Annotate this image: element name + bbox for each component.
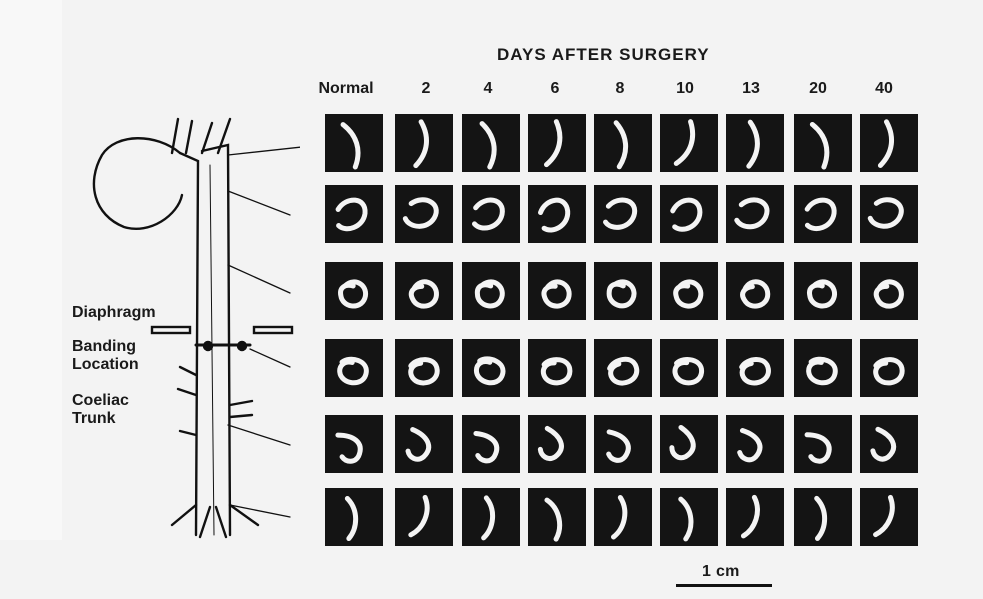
column-label-day-8: 8: [590, 80, 650, 98]
cross-section-tile: [860, 488, 918, 546]
cross-section-tile: [325, 488, 383, 546]
cross-section-tile: [528, 185, 586, 243]
cross-section-tile: [794, 488, 852, 546]
column-label-day-40: 40: [854, 80, 914, 98]
cross-section-tile: [660, 114, 718, 172]
cross-section-tile: [462, 262, 520, 320]
cross-section-tile: [594, 185, 652, 243]
cross-section-tile: [395, 114, 453, 172]
cross-section-tile: [794, 339, 852, 397]
cross-section-tile: [462, 114, 520, 172]
scale-label: 1 cm: [702, 564, 740, 580]
figure-title: DAYS AFTER SURGERY: [497, 46, 710, 63]
cross-section-tile: [462, 488, 520, 546]
cross-section-tile: [726, 415, 784, 473]
cross-section-tile: [860, 339, 918, 397]
cross-section-tile: [325, 114, 383, 172]
cross-section-tile: [794, 185, 852, 243]
cross-section-tile: [860, 114, 918, 172]
cross-section-tile: [860, 185, 918, 243]
cross-section-tile: [726, 185, 784, 243]
cross-section-tile: [794, 415, 852, 473]
cross-section-tile: [726, 262, 784, 320]
cross-section-tile: [395, 185, 453, 243]
cross-section-tile: [726, 488, 784, 546]
cross-section-tile: [462, 339, 520, 397]
cross-section-tile: [594, 415, 652, 473]
cross-section-tile: [325, 415, 383, 473]
cross-section-tile: [594, 114, 652, 172]
cross-section-tile: [395, 262, 453, 320]
label-diaphragm: Diaphragm: [72, 304, 156, 322]
cross-section-tile: [395, 339, 453, 397]
cross-section-tile: [395, 488, 453, 546]
column-label-normal: Normal: [316, 80, 376, 98]
cross-section-tile: [794, 262, 852, 320]
cross-section-tile: [528, 262, 586, 320]
column-label-day-10: 10: [655, 80, 715, 98]
cross-section-tile: [660, 415, 718, 473]
cross-section-tile: [462, 415, 520, 473]
cross-section-tile: [528, 339, 586, 397]
cross-section-tile: [594, 339, 652, 397]
cross-section-tile: [325, 339, 383, 397]
label-location: Location: [72, 356, 139, 374]
cross-section-tile: [660, 339, 718, 397]
cross-section-tile: [594, 488, 652, 546]
cross-section-tile: [594, 262, 652, 320]
cross-section-tile: [660, 262, 718, 320]
label-coeliac: Coeliac: [72, 392, 129, 410]
label-banding: Banding: [72, 338, 136, 356]
column-label-day-2: 2: [396, 80, 456, 98]
cross-section-tile: [660, 185, 718, 243]
cross-section-tile: [325, 262, 383, 320]
scan-edge: [0, 0, 62, 540]
cross-section-tile: [726, 339, 784, 397]
cross-section-tile: [395, 415, 453, 473]
cross-section-tile: [860, 415, 918, 473]
cross-section-tile: [726, 114, 784, 172]
cross-section-tile: [794, 114, 852, 172]
cross-section-tile: [528, 488, 586, 546]
column-label-day-6: 6: [525, 80, 585, 98]
cross-section-tile: [462, 185, 520, 243]
cross-section-tile: [325, 185, 383, 243]
cross-section-tile: [660, 488, 718, 546]
label-trunk: Trunk: [72, 410, 116, 428]
scale-bar: [676, 584, 772, 587]
cross-section-tile: [528, 415, 586, 473]
aorta-diagram: [60, 105, 300, 545]
column-label-day-13: 13: [721, 80, 781, 98]
column-label-day-20: 20: [788, 80, 848, 98]
cross-section-tile: [860, 262, 918, 320]
cross-section-tile: [528, 114, 586, 172]
column-label-day-4: 4: [458, 80, 518, 98]
